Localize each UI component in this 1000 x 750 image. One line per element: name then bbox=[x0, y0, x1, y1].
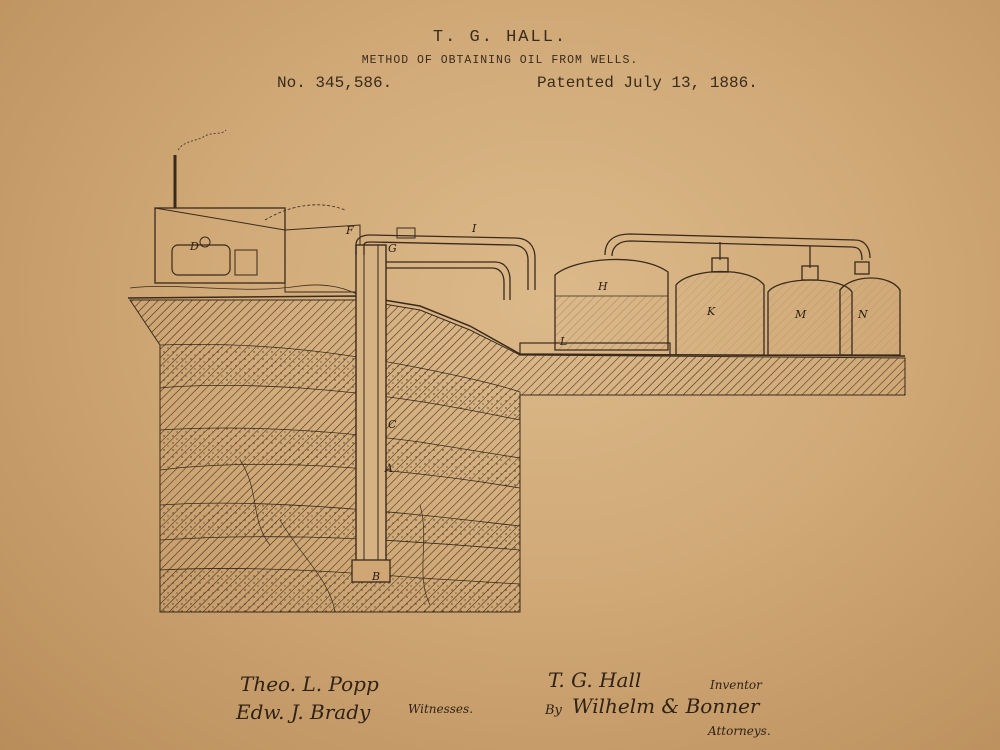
witness-signature-2: Edw. J. Brady bbox=[236, 700, 371, 724]
label-d: D bbox=[189, 240, 199, 253]
tank-n bbox=[839, 261, 901, 356]
tank-k bbox=[675, 257, 765, 356]
pipe-system bbox=[355, 227, 871, 300]
pump-shed bbox=[264, 204, 361, 293]
tank-m bbox=[767, 265, 853, 356]
label-m: M bbox=[794, 308, 807, 321]
tank-h bbox=[554, 258, 669, 351]
attorney-signature: Wilhelm & Bonner bbox=[572, 694, 760, 718]
label-b: B bbox=[371, 570, 380, 583]
attorneys-caption: Attorneys. bbox=[708, 724, 771, 738]
label-c: C bbox=[388, 418, 397, 431]
label-h: H bbox=[597, 280, 608, 293]
label-f: F bbox=[345, 224, 354, 237]
witness-signature-1: Theo. L. Popp bbox=[240, 672, 379, 696]
witnesses-caption: Witnesses. bbox=[408, 702, 474, 716]
inventor-caption: Inventor bbox=[710, 678, 762, 692]
well-casing bbox=[351, 244, 391, 583]
label-g: G bbox=[388, 242, 397, 255]
ground-line bbox=[127, 295, 906, 357]
inventor-name: T. G. HALL. bbox=[432, 28, 568, 47]
by-caption: By bbox=[545, 703, 562, 718]
earth-strata bbox=[129, 299, 906, 613]
label-k: K bbox=[706, 305, 716, 318]
label-a: A bbox=[384, 462, 393, 475]
patent-number: No. 345,586. bbox=[277, 74, 393, 92]
label-l: L bbox=[559, 335, 567, 348]
label-i: I bbox=[471, 222, 477, 235]
boiler-house bbox=[154, 129, 286, 284]
inventor-signature: T. G. Hall bbox=[548, 668, 642, 692]
surface-texture bbox=[129, 284, 361, 297]
patent-date: Patented July 13, 1886. bbox=[537, 74, 758, 92]
base-l bbox=[519, 342, 671, 356]
label-n: N bbox=[857, 308, 868, 321]
patent-title: METHOD OF OBTAINING OIL FROM WELLS. bbox=[361, 54, 639, 67]
